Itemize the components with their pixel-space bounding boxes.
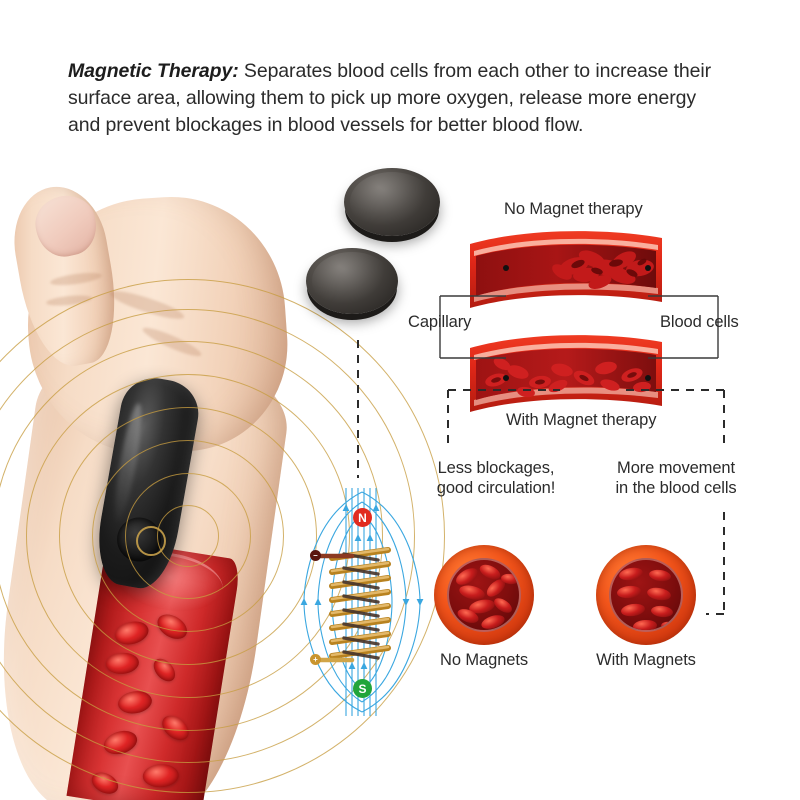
red-blood-cell-icon xyxy=(646,586,672,602)
positive-terminal: + xyxy=(310,654,321,665)
red-blood-cell-icon xyxy=(660,620,680,630)
label-blood-cells: Blood cells xyxy=(660,313,739,331)
magnet-disc-icon xyxy=(306,248,398,314)
device-dial-ring xyxy=(136,526,166,556)
page-title-body: Separates blood cells from each other to… xyxy=(68,60,712,136)
magnet-disc-icon xyxy=(344,168,440,236)
label-more-movement: More movement in the blood cells xyxy=(615,459,737,497)
red-blood-cell-icon xyxy=(616,584,642,600)
page-title-lead: Magnetic Therapy: xyxy=(68,60,239,82)
red-blood-cell-icon xyxy=(142,763,180,789)
label-capillary: Capillary xyxy=(408,313,472,331)
north-pole-badge: N xyxy=(353,508,372,527)
red-blood-cell-icon xyxy=(105,651,140,676)
capillary-anchor-dot xyxy=(503,265,509,271)
red-blood-cell-icon xyxy=(632,619,658,630)
red-blood-cell-icon xyxy=(149,654,180,686)
red-blood-cell-icon xyxy=(650,604,674,619)
red-blood-cell-icon xyxy=(479,612,507,630)
label-less-blockages: Less blockages, good circulation! xyxy=(436,459,556,497)
cross-section-lumen xyxy=(609,558,683,632)
red-blood-cell-icon xyxy=(116,688,154,716)
label-with-magnet-therapy: With Magnet therapy xyxy=(506,411,657,429)
label-with-magnets: With Magnets xyxy=(596,651,696,669)
capillary-with-magnet-therapy xyxy=(470,335,662,412)
capillary-no-magnet-therapy xyxy=(470,231,662,308)
red-blood-cell-icon xyxy=(491,595,515,616)
label-no-magnets: No Magnets xyxy=(440,651,528,669)
page-title: Magnetic Therapy: Separates blood cells … xyxy=(68,58,733,139)
red-blood-cell-icon xyxy=(101,727,140,759)
red-blood-cell-icon xyxy=(88,768,122,798)
red-blood-cell-icon xyxy=(618,566,644,582)
cross-section-with-magnets xyxy=(596,545,696,645)
cross-section-no-magnets xyxy=(434,545,534,645)
red-blood-cell-icon xyxy=(648,568,672,583)
red-blood-cell-icon xyxy=(153,609,192,644)
hand-holding-device-illustration xyxy=(0,178,350,800)
red-blood-cell-icon xyxy=(157,710,194,746)
capillary-anchor-dot xyxy=(503,375,509,381)
red-blood-cell-icon xyxy=(112,617,152,648)
label-no-magnet-therapy: No Magnet therapy xyxy=(504,200,643,218)
magnetic-field-line-icon xyxy=(300,488,424,716)
south-pole-badge: S xyxy=(353,679,372,698)
blood-cells-anchor-dot xyxy=(645,265,651,271)
negative-terminal: – xyxy=(310,550,321,561)
blood-cells-anchor-dot xyxy=(645,375,651,381)
cross-section-lumen xyxy=(447,558,521,632)
electromagnet-coil-diagram: N S – + xyxy=(296,486,428,718)
red-blood-cell-icon xyxy=(620,602,646,618)
